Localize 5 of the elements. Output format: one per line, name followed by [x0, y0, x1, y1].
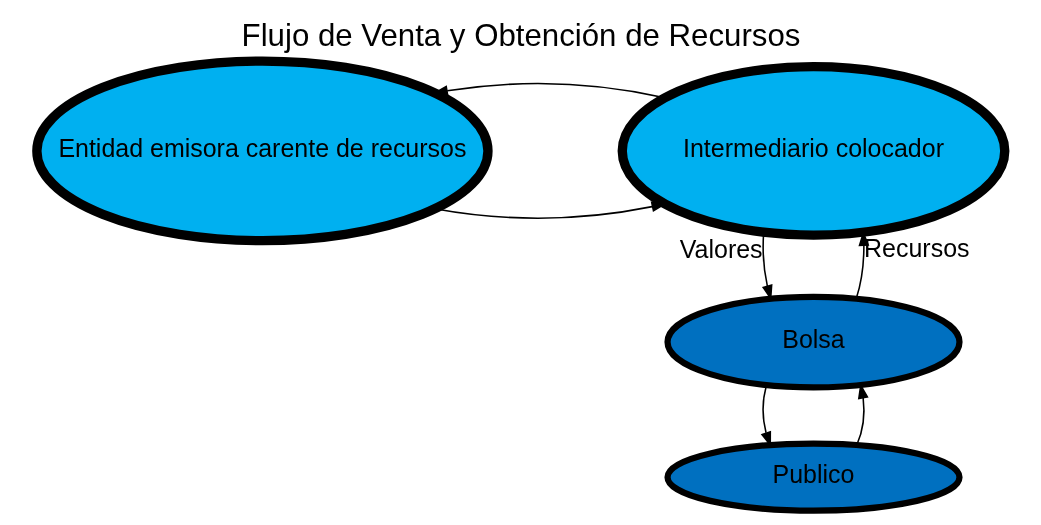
- diagram-title: Flujo de Venta y Obtención de Recursos: [241, 17, 800, 53]
- node-ellipse: Intermediario colocador: [617, 61, 1009, 240]
- node-ellipse: Entidad emisora carente de recursos: [31, 56, 493, 246]
- node-ellipse: Publico: [663, 440, 963, 514]
- node-ellipse: Bolsa: [663, 293, 963, 391]
